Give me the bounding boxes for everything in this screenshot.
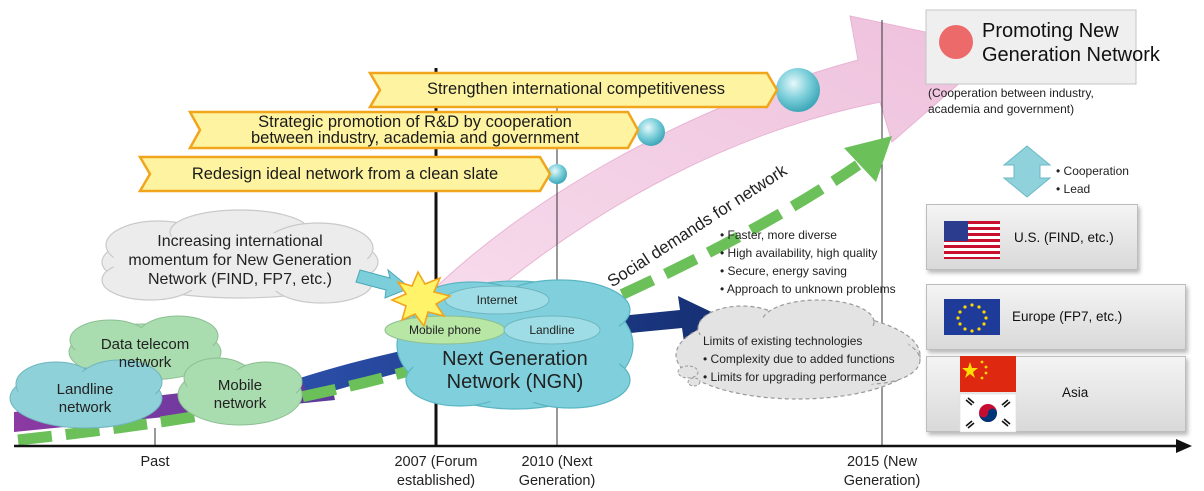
banner-top-shape <box>367 71 779 109</box>
demand-bullet: • Faster, more diverse <box>720 228 837 242</box>
banner-middle-label-line2: between industry, academia and governmen… <box>250 129 580 147</box>
banner-top-label: Strengthen international competitiveness <box>426 80 726 98</box>
sphere-icon <box>637 118 665 146</box>
burst-icon <box>389 270 453 328</box>
banner-bottom-shape <box>137 155 552 193</box>
timeline-2015-line1: 2015 (New <box>846 454 918 470</box>
ngn-landline-label: Landline <box>529 323 575 337</box>
ngn-title-line2: Network (NGN) <box>446 371 584 393</box>
banner-middle-label-line1: Strategic promotion of R&D by cooperatio… <box>258 113 572 131</box>
mobile-label-line1: Mobile <box>217 377 263 394</box>
landline-label-line1: Landline <box>56 381 114 398</box>
limits-bullet: • Complexity due to added functions <box>703 352 895 366</box>
ngn-internet-label: Internet <box>476 293 518 307</box>
momentum-text-line1: Increasing international <box>157 233 323 250</box>
ngn-mobile-phone-label: Mobile phone <box>408 323 482 337</box>
us-region-label: U.S. (FIND, etc.) <box>1014 230 1114 245</box>
sphere-icon <box>547 164 567 184</box>
limits-title: Limits of existing technologies <box>703 334 863 348</box>
data-telecom-label-line2: network <box>118 354 172 371</box>
promo-dot <box>939 25 973 59</box>
demand-bullet: • Approach to unknown problems <box>720 282 896 296</box>
demand-bullet: • High availability, high quality <box>720 246 878 260</box>
momentum-text-line2: momentum for New Generation <box>128 252 352 269</box>
timeline-2007-line2: established) <box>396 473 476 489</box>
sphere-icon <box>776 68 820 112</box>
europe-region-label: Europe (FP7, etc.) <box>1012 309 1123 324</box>
demand-bullet: • Secure, energy saving <box>720 264 847 278</box>
promo-title-line1: Promoting New <box>982 20 1119 42</box>
momentum-text-line3: Network (FIND, FP7, etc.) <box>147 271 333 288</box>
promo-subtitle-line2: academia and government) <box>928 102 1075 116</box>
timeline-2015-line2: Generation) <box>843 473 921 489</box>
banner-bottom-label: Redesign ideal network from a clean slat… <box>191 165 499 183</box>
cooperation-item: • Cooperation <box>1056 164 1129 178</box>
data-telecom-label-line1: Data telecom <box>100 336 190 353</box>
landline-mini-cloud <box>503 315 601 345</box>
momentum-arrow <box>355 268 411 299</box>
internet-mini-cloud <box>444 285 550 315</box>
double-arrow-icon <box>1002 145 1052 198</box>
asia-region-label: Asia <box>1062 385 1089 400</box>
asia-region-box <box>926 356 1186 432</box>
timeline-2010-line2: Generation) <box>518 473 596 489</box>
ngn-title-line1: Next Generation <box>442 348 588 370</box>
green-arrow-head <box>844 136 892 182</box>
promo-subtitle-line1: (Cooperation between industry, <box>928 86 1094 100</box>
timeline-past-label: Past <box>140 454 170 470</box>
mobile-label-line2: network <box>213 395 267 412</box>
limits-bullet: • Limits for upgrading performance <box>703 370 887 384</box>
landline-label-line2: network <box>58 399 112 416</box>
timeline-2007-line1: 2007 (Forum <box>394 454 478 470</box>
cooperation-item: • Lead <box>1056 182 1091 196</box>
promo-title-line2: Generation Network <box>982 44 1160 66</box>
timeline-arrow-head <box>1176 439 1192 453</box>
timeline-2010-line1: 2010 (Next <box>521 454 593 470</box>
banner-middle-shape <box>187 110 640 150</box>
